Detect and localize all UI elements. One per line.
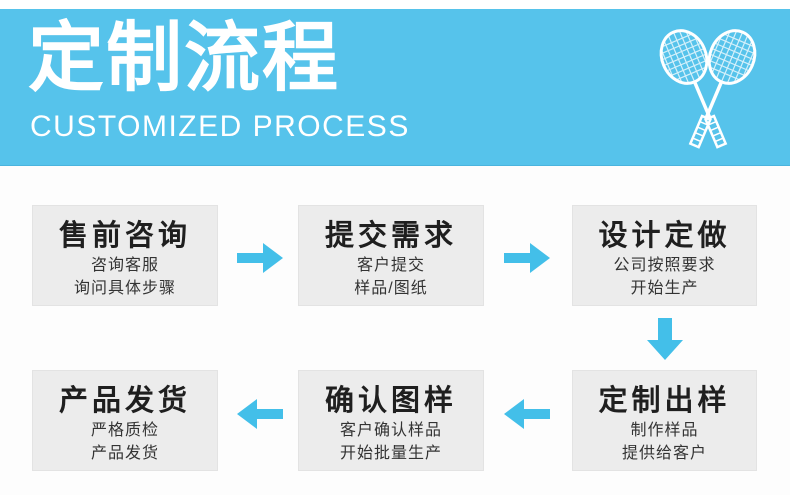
step-description-line: 产品发货 — [90, 445, 159, 463]
step-box-1-presale-consulting: 售前咨询 咨询客服 询问具体步骤 — [32, 205, 218, 306]
step-box-3-design-customize: 设计定做 公司按照要求 开始生产 — [572, 205, 757, 306]
badminton-rackets-icon — [656, 25, 760, 149]
step-description-line: 样品/图纸 — [354, 280, 428, 298]
step-box-4-custom-sample: 定制出样 制作样品 提供给客户 — [572, 370, 757, 471]
arrow-right-icon — [504, 243, 550, 273]
step-title: 确认图样 — [324, 385, 457, 417]
step-description-line: 公司按照要求 — [613, 257, 716, 275]
step-description-line: 制作样品 — [630, 422, 699, 440]
arrow-right-icon — [237, 243, 283, 273]
step-description-line: 开始批量生产 — [339, 445, 442, 463]
top-white-strip — [0, 0, 790, 9]
page-subtitle: CUSTOMIZED PROCESS — [30, 110, 410, 143]
step-description-line: 严格质检 — [90, 422, 159, 440]
step-description-line: 提供给客户 — [621, 445, 707, 463]
step-box-2-submit-requirements: 提交需求 客户提交 样品/图纸 — [298, 205, 484, 306]
arrow-left-icon — [504, 399, 550, 429]
header-banner: 定制流程 CUSTOMIZED PROCESS — [0, 9, 790, 166]
step-title: 售前咨询 — [58, 220, 191, 252]
page-title: 定制流程 — [28, 16, 340, 101]
arrow-down-icon — [647, 318, 683, 360]
step-description-line: 询问具体步骤 — [73, 280, 176, 298]
step-description-line: 开始生产 — [630, 280, 699, 298]
arrow-left-icon — [237, 399, 283, 429]
step-description-line: 客户确认样品 — [339, 422, 442, 440]
step-title: 设计定做 — [598, 220, 731, 252]
step-title: 提交需求 — [324, 220, 457, 252]
step-description-line: 咨询客服 — [90, 257, 159, 275]
process-flowchart: 售前咨询 咨询客服 询问具体步骤 提交需求 客户提交 样品/图纸 设计定做 公司… — [0, 166, 790, 495]
step-description-line: 客户提交 — [356, 257, 425, 275]
step-box-5-confirm-sample: 确认图样 客户确认样品 开始批量生产 — [298, 370, 484, 471]
step-box-6-product-shipping: 产品发货 严格质检 产品发货 — [32, 370, 218, 471]
step-title: 定制出样 — [598, 385, 731, 417]
step-title: 产品发货 — [58, 385, 191, 417]
